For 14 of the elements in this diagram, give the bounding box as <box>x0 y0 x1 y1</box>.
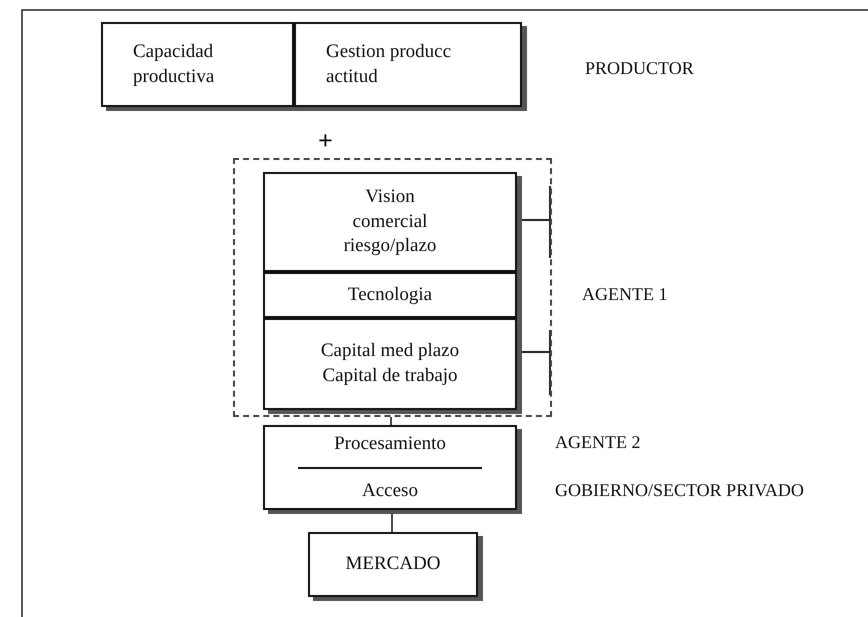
dashed-group-box <box>233 158 552 417</box>
node-text: Tecnologia <box>348 282 432 307</box>
node-text: Capacidad productiva <box>133 40 216 88</box>
node-text: Gestion producc actitud <box>326 40 452 88</box>
node-text: Acceso <box>362 478 418 502</box>
node-text: MERCADO <box>345 552 440 576</box>
side-label: GOBIERNO/SECTOR PRIVADO <box>555 480 804 501</box>
node-text: Capital med plazo Capital de trabajo <box>320 339 460 388</box>
side-label: PRODUCTOR <box>585 58 694 79</box>
plus-sign: + <box>318 126 333 156</box>
node-text: Procesamiento <box>334 432 446 456</box>
node-text: Vision comercial riesgo/plazo <box>342 184 438 258</box>
side-label: AGENTE 1 <box>582 284 668 305</box>
side-label: AGENTE 2 <box>555 432 640 453</box>
